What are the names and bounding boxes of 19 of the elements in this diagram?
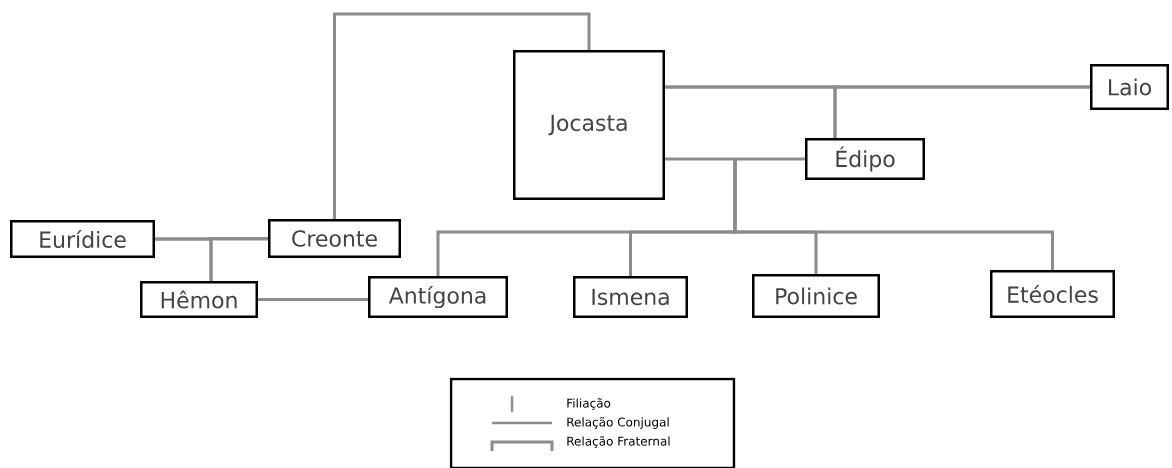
person-box: Hêmon bbox=[140, 281, 258, 318]
connector-line bbox=[258, 298, 368, 301]
person-box: Eurídice bbox=[10, 220, 155, 258]
connector-line bbox=[665, 157, 805, 161]
legend-label: Relação Fraternal bbox=[567, 436, 670, 448]
connector-line bbox=[155, 237, 268, 241]
legend-label: Filiação bbox=[567, 398, 611, 410]
person-box: Polinice bbox=[752, 274, 880, 318]
connector-line bbox=[665, 85, 1090, 89]
person-box: Etéocles bbox=[990, 270, 1115, 318]
person-box: Ismena bbox=[573, 276, 688, 318]
person-box: Antígona bbox=[368, 276, 508, 318]
person-box: Creonte bbox=[268, 219, 401, 258]
connector-line bbox=[333, 12, 591, 219]
connector-line bbox=[733, 159, 1054, 270]
person-box: Édipo bbox=[805, 138, 925, 180]
legend-label: Relação Conjugal bbox=[567, 417, 669, 429]
person-box: Laio bbox=[1090, 64, 1169, 110]
person-box: Jocasta bbox=[513, 50, 665, 200]
